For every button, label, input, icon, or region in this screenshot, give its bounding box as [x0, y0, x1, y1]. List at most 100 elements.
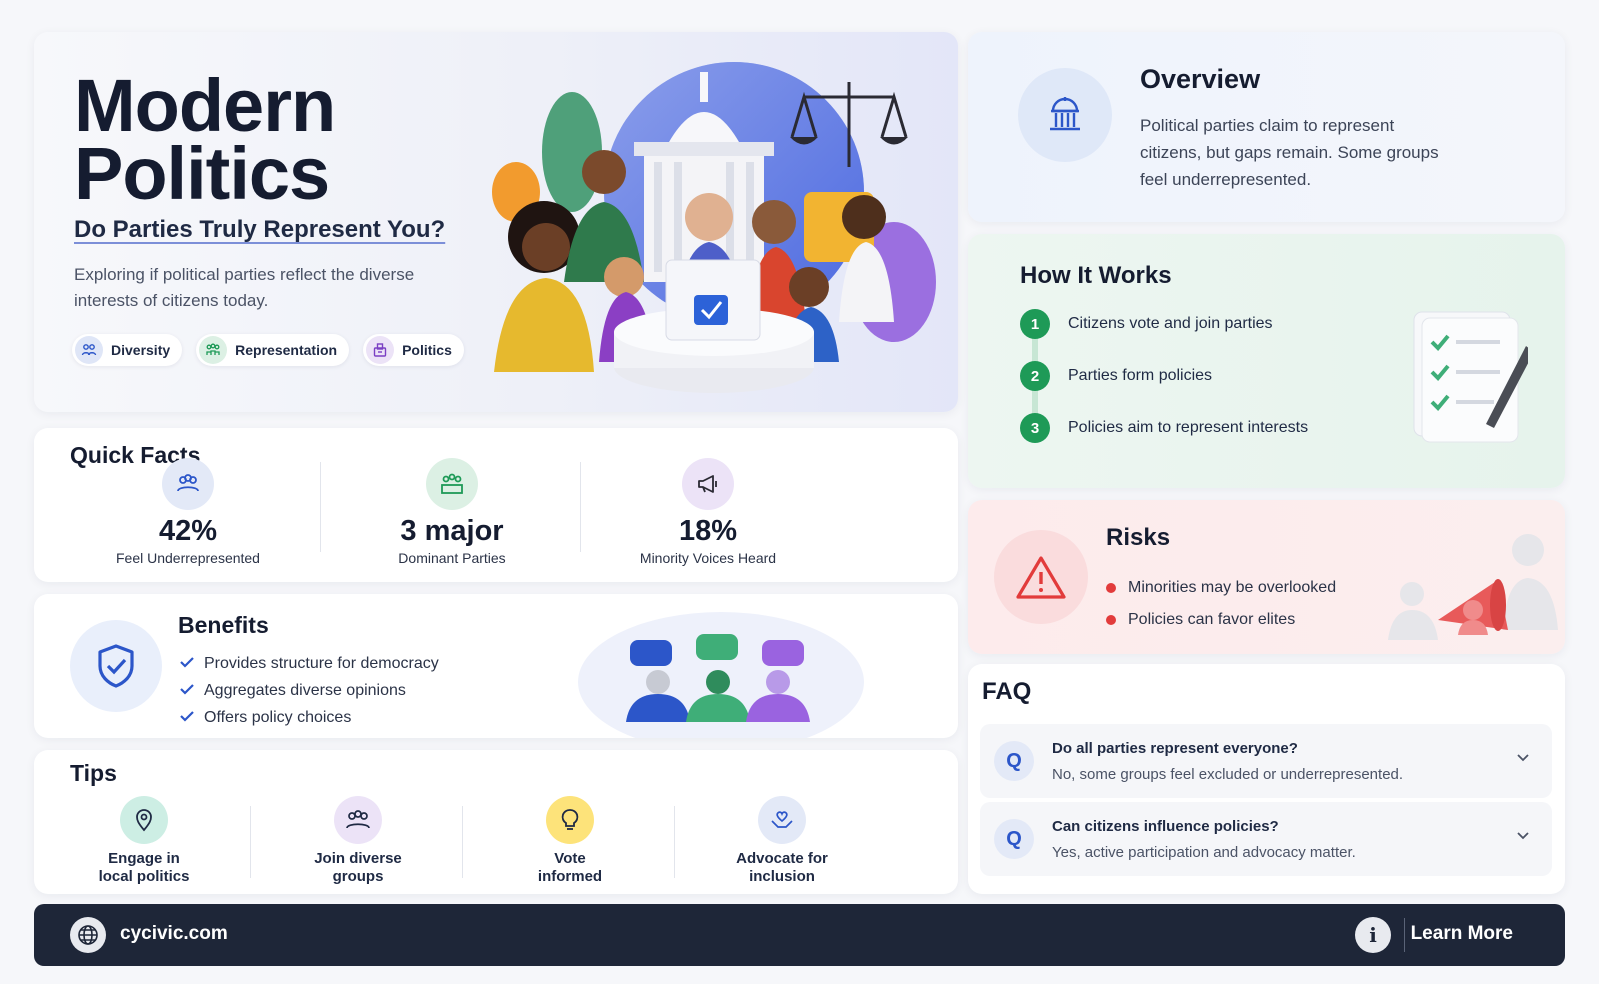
benefit-text: Offers policy choices — [204, 708, 352, 726]
step-text: Citizens vote and join parties — [1068, 315, 1273, 332]
tips-title: Tips — [70, 760, 117, 786]
tip-engage[interactable]: Engage in local politics — [44, 796, 244, 886]
faq-item-1[interactable]: Q Do all parties represent everyone? No,… — [980, 724, 1552, 798]
step-text: Parties form policies — [1068, 367, 1213, 384]
divider — [1404, 918, 1405, 952]
how-it-works-card: How It Works 1 Citizens vote and join pa… — [968, 234, 1565, 488]
question-badge: Q — [994, 741, 1034, 781]
tag-representation[interactable]: Representation — [196, 334, 350, 366]
list-item: Minorities may be overlooked — [1106, 572, 1336, 604]
info-icon[interactable]: i — [1355, 917, 1391, 953]
overview-card: Overview Political parties claim to repr… — [968, 32, 1565, 222]
citizens-voting-illustration — [492, 62, 936, 393]
footer-bar: cycivic.com i Learn More — [34, 904, 1565, 966]
overview-text: Political parties claim to represent cit… — [1140, 116, 1439, 189]
chevron-down-icon[interactable] — [1516, 828, 1530, 846]
tip-label: Join diverse groups — [314, 850, 402, 885]
ballot-icon — [366, 336, 395, 364]
tag-label: Representation — [235, 342, 338, 358]
step-number: 1 — [1020, 309, 1050, 339]
fact-dominant-parties: 3 major Dominant Parties — [322, 458, 582, 566]
discussion-illustration — [578, 612, 864, 738]
shield-check-icon — [70, 620, 162, 712]
benefit-text: Aggregates diverse opinions — [204, 681, 406, 699]
hero-description: Exploring if political parties reflect t… — [74, 265, 415, 310]
risk-text: Minorities may be overlooked — [1128, 579, 1337, 596]
people-icon — [162, 458, 214, 510]
step-3: 3 Policies aim to represent interests — [1020, 413, 1308, 443]
fact-value: 3 major — [400, 515, 504, 547]
faq-answer: No, some groups feel excluded or underre… — [1052, 766, 1404, 783]
divider — [250, 806, 251, 878]
faq-item-2[interactable]: Q Can citizens influence policies? Yes, … — [980, 802, 1552, 876]
overview-title: Overview — [1140, 64, 1261, 94]
government-building-icon — [1018, 68, 1112, 162]
megaphone-icon — [682, 458, 734, 510]
tag-label: Politics — [402, 342, 452, 358]
fact-value: 42% — [158, 515, 218, 547]
people-icon — [75, 336, 103, 364]
fact-value: 18% — [678, 515, 738, 547]
megaphone-crowd-illustration — [1388, 534, 1558, 640]
fact-label: Dominant Parties — [398, 550, 506, 566]
faq-answer: Yes, active participation and advocacy m… — [1052, 844, 1356, 861]
step-number: 3 — [1020, 413, 1050, 443]
hero-title-line2: Politics — [74, 132, 330, 215]
divider — [580, 462, 581, 552]
tag-label: Diversity — [111, 342, 171, 358]
benefits-list: Provides structure for democracy Aggrega… — [180, 650, 439, 731]
tag-politics[interactable]: Politics — [363, 334, 464, 366]
step-number: 2 — [1020, 361, 1050, 391]
faq-card: FAQ Q Do all parties represent everyone?… — [968, 664, 1565, 894]
risks-title: Risks — [1106, 524, 1171, 551]
hero-subtitle: Do Parties Truly Represent You? — [74, 216, 446, 243]
website-link[interactable]: cycivic.com — [120, 923, 228, 944]
list-item: Aggregates diverse opinions — [180, 677, 439, 704]
checklist-clipboard-icon — [1413, 311, 1528, 443]
fact-underrepresented: 42% Feel Underrepresented — [58, 458, 318, 566]
faq-question: Do all parties represent everyone? — [1052, 740, 1298, 757]
benefit-text: Provides structure for democracy — [204, 654, 439, 672]
risk-text: Policies can favor elites — [1128, 611, 1296, 628]
lightbulb-icon — [546, 796, 594, 844]
bullet-dot — [1106, 583, 1116, 593]
tip-label: Vote informed — [537, 850, 603, 885]
list-item: Provides structure for democracy — [180, 650, 439, 677]
heart-hands-icon — [758, 796, 806, 844]
faq-title: FAQ — [982, 678, 1032, 705]
tip-label: Advocate for inclusion — [736, 850, 828, 885]
chevron-down-icon[interactable] — [1516, 750, 1530, 768]
fact-minority-voices: 18% Minority Voices Heard — [578, 458, 838, 566]
tip-label: Engage in local politics — [98, 850, 190, 885]
divider — [674, 806, 675, 878]
group-icon — [199, 336, 228, 364]
fact-label: Feel Underrepresented — [116, 550, 260, 566]
check-icon — [180, 709, 194, 727]
step-2: 2 Parties form policies — [1020, 361, 1212, 391]
hero-title: Modern Politics — [74, 64, 474, 215]
tip-join[interactable]: Join diverse groups — [258, 796, 458, 886]
hero-title-line1: Modern — [74, 64, 336, 147]
learn-more-button[interactable]: Learn More — [1410, 923, 1513, 944]
benefits-title: Benefits — [178, 612, 269, 638]
faq-question: Can citizens influence policies? — [1052, 818, 1279, 835]
check-icon — [180, 655, 194, 673]
bullet-dot — [1106, 615, 1116, 625]
risks-card: Risks Minorities may be overlooked Polic… — [968, 500, 1565, 654]
step-1: 1 Citizens vote and join parties — [1020, 309, 1273, 339]
tag-diversity[interactable]: Diversity — [72, 334, 183, 366]
how-it-works-title: How It Works — [1020, 262, 1172, 289]
tips-card: Tips Engage in local politics Join diver… — [34, 750, 958, 894]
people-icon — [334, 796, 382, 844]
fact-label: Minority Voices Heard — [639, 550, 777, 566]
divider — [320, 462, 321, 552]
location-pin-icon — [120, 796, 168, 844]
benefits-card: Benefits Provides structure for democrac… — [34, 594, 958, 738]
risks-list: Minorities may be overlooked Policies ca… — [1106, 572, 1336, 636]
tip-advocate[interactable]: Advocate for inclusion — [682, 796, 882, 886]
quick-facts-card: Quick Facts 42% Feel Underrepresented 3 … — [34, 428, 958, 582]
globe-icon — [70, 917, 106, 953]
tip-vote[interactable]: Vote informed — [470, 796, 670, 886]
question-badge: Q — [994, 819, 1034, 859]
check-icon — [180, 682, 194, 700]
